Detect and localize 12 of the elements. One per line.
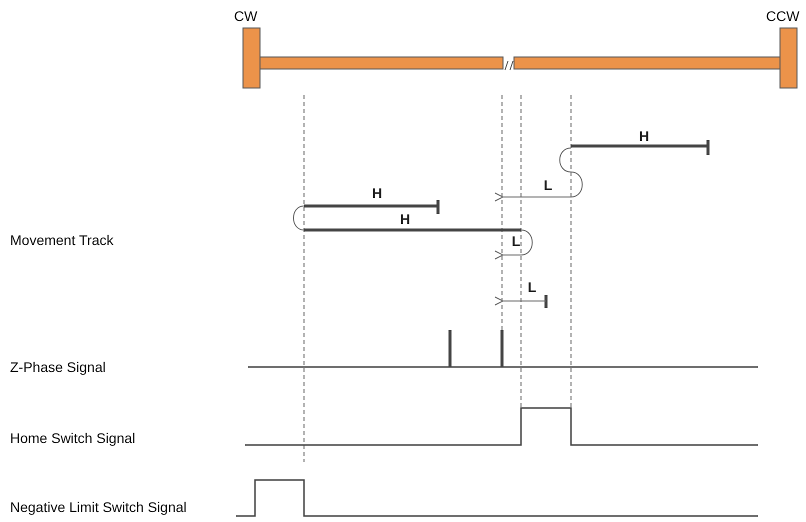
speed-label: L — [544, 178, 552, 192]
row-label: Home Switch Signal — [10, 431, 136, 445]
speed-label: H — [400, 212, 410, 226]
speed-label: L — [528, 280, 536, 294]
speed-label: H — [372, 186, 382, 200]
speed-label: H — [638, 129, 650, 143]
row-label: Z-Phase Signal — [10, 360, 106, 374]
row-label: Movement Track — [10, 233, 114, 247]
end-label: CCW — [766, 9, 800, 23]
speed-label: L — [512, 234, 520, 248]
end-label: CW — [234, 9, 258, 23]
row-label: Negative Limit Switch Signal — [10, 500, 187, 514]
